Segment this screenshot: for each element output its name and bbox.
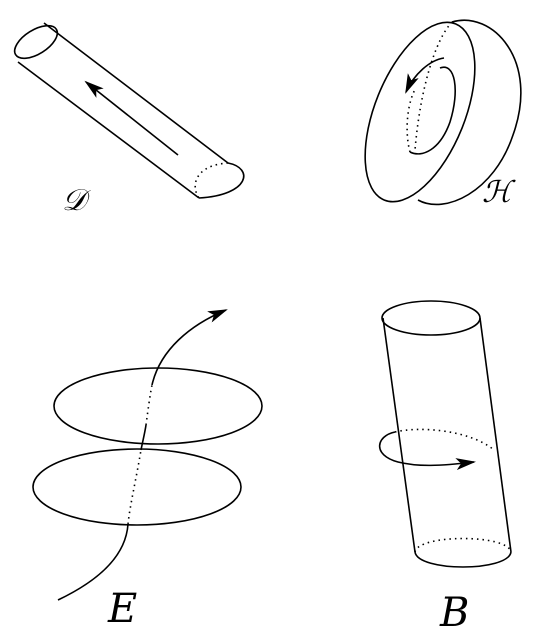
d-cylinder-bottom-cap-back bbox=[194, 162, 229, 199]
e-curve-top-arrow bbox=[151, 309, 228, 386]
panel-e: E bbox=[32, 309, 263, 632]
e-curve-between bbox=[140, 424, 147, 451]
e-label: E bbox=[107, 586, 137, 630]
d-axial-arrow bbox=[84, 80, 179, 156]
h-ring-front-inner bbox=[409, 66, 456, 155]
d-cylinder-bottom-cap-front bbox=[198, 162, 245, 199]
d-label: 𝒟 bbox=[62, 183, 91, 218]
d-cylinder-top-cap bbox=[13, 24, 59, 60]
e-curve-bottom bbox=[57, 523, 129, 601]
b-circulation-front bbox=[378, 431, 476, 471]
d-cylinder-side-lower bbox=[17, 61, 200, 199]
e-disk-upper bbox=[53, 367, 263, 445]
b-cylinder-bottom-cap-front bbox=[414, 551, 512, 568]
h-circulation-arrow bbox=[405, 57, 445, 94]
b-cylinder-bottom-cap-back bbox=[414, 537, 512, 553]
e-curve-hidden-upper bbox=[145, 384, 153, 426]
b-circulation-back bbox=[394, 428, 495, 451]
h-ring-front-inner-hidden bbox=[406, 87, 417, 153]
h-ring-back bbox=[417, 19, 522, 206]
b-cylinder-side-left bbox=[382, 317, 416, 553]
b-cylinder-top-cap bbox=[381, 300, 481, 336]
b-label: B bbox=[439, 590, 469, 630]
b-cylinder-side-right bbox=[479, 317, 512, 553]
d-cylinder-side-upper bbox=[43, 22, 229, 164]
h-ring-front-outer bbox=[364, 21, 476, 203]
panel-h: ℋ bbox=[364, 19, 522, 210]
e-disk-lower bbox=[32, 448, 242, 526]
h-label: ℋ bbox=[482, 175, 516, 210]
panel-d: 𝒟 bbox=[13, 22, 245, 218]
e-curve-hidden-lower bbox=[127, 449, 142, 525]
panel-b: B bbox=[378, 300, 512, 635]
